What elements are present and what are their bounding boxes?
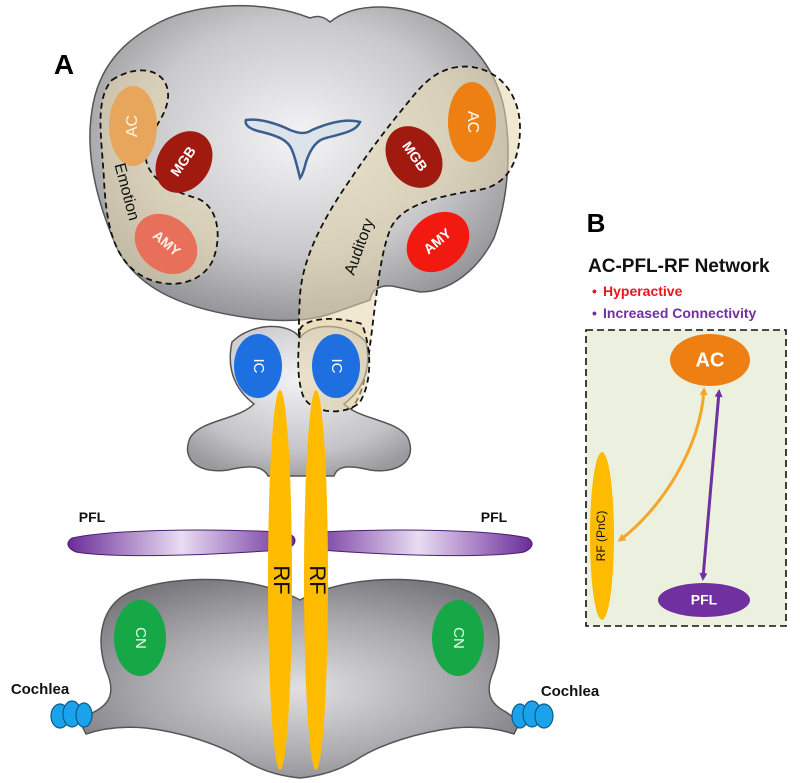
ic-left-region xyxy=(234,334,282,398)
cochlea-left-icon xyxy=(50,700,93,729)
cochlea-right-icon xyxy=(511,700,554,729)
amy-left-region xyxy=(134,213,198,275)
ac-pfl-arrow xyxy=(699,389,723,581)
mgb-left-region xyxy=(155,131,213,193)
ac-left-label: AC xyxy=(124,115,141,137)
ac-left-region xyxy=(109,86,157,166)
mgb-right-region xyxy=(385,126,443,188)
rf-left-column xyxy=(268,390,292,770)
cn-left-label: CN xyxy=(132,627,149,649)
pfl-bar xyxy=(67,529,296,557)
hindbrain-shape xyxy=(79,578,521,779)
ic-left-label: IC xyxy=(250,359,267,374)
amy-right-region xyxy=(406,211,470,273)
network-title: AC-PFL-RF Network xyxy=(588,256,770,277)
cochlea-left-label: Cochlea xyxy=(11,681,70,698)
legend-connectivity-bullet: • xyxy=(592,305,597,321)
pfl-node xyxy=(658,583,750,617)
rf-pnc-label: RF (PnC) xyxy=(594,511,608,562)
legend-hyperactive-bullet: • xyxy=(592,283,597,299)
cochlea-right-label: Cochlea xyxy=(541,683,600,700)
rf-right-label: RF xyxy=(305,565,330,594)
ac-right-label: AC xyxy=(464,111,481,133)
cn-left-region xyxy=(114,600,166,676)
cn-right-label: CN xyxy=(450,627,467,649)
ac-right-region xyxy=(448,82,496,162)
rf-right-column xyxy=(304,390,328,770)
pfl-right-label: PFL xyxy=(481,509,508,525)
ventricle-shape xyxy=(244,118,362,181)
pfl-left-label: PFL xyxy=(79,509,106,525)
ac-node-label: AC xyxy=(696,349,725,371)
legend-hyperactive-text: Hyperactive xyxy=(603,283,683,299)
panel-b-letter: B xyxy=(587,208,606,238)
ic-right-region xyxy=(312,334,360,398)
panel-a-letter: A xyxy=(54,49,74,80)
legend-connectivity-text: Increased Connectivity xyxy=(603,305,756,321)
pfl-node-label: PFL xyxy=(691,592,718,608)
pfl-bar-right xyxy=(304,529,533,557)
rf-left-label: RF xyxy=(269,565,294,594)
cn-right-region xyxy=(432,600,484,676)
ic-right-label: IC xyxy=(328,359,345,374)
ac-node xyxy=(670,334,750,386)
rf-pnc-node xyxy=(590,452,614,620)
